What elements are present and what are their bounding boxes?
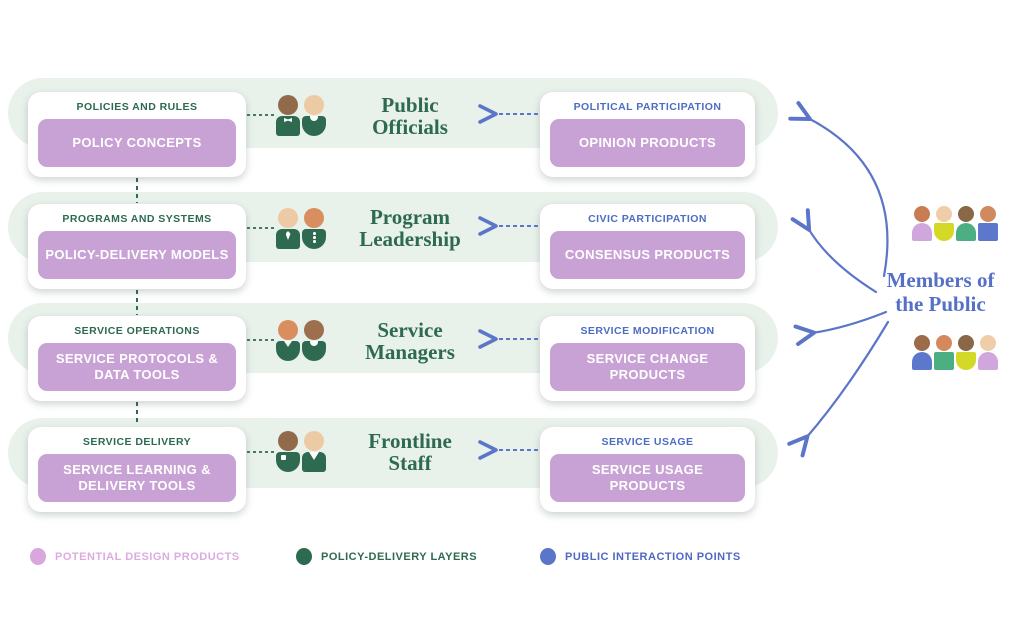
worker-collar-icon <box>302 320 326 362</box>
actor-label-public-officials: Public Officials <box>372 93 448 140</box>
design-product-box: POLICY-DELIVERY MODELS <box>38 231 236 279</box>
design-product-box: SERVICE LEARNING & DELIVERY TOOLS <box>38 454 236 502</box>
public-officials-icon <box>276 95 326 137</box>
interaction-header: SERVICE USAGE <box>601 436 694 448</box>
legend-item-design-products: POTENTIAL DESIGN PRODUCTS <box>30 548 240 565</box>
legend-item-delivery-layers: POLICY-DELIVERY LAYERS <box>296 548 477 565</box>
service-managers-icon <box>276 320 326 362</box>
card-programs-and-systems: PROGRAMS AND SYSTEMS POLICY-DELIVERY MOD… <box>28 204 246 289</box>
interaction-header: POLITICAL PARTICIPATION <box>573 101 722 113</box>
frontline-staff-icon <box>276 431 326 473</box>
interaction-header: SERVICE MODIFICATION <box>580 325 715 337</box>
card-service-modification: SERVICE MODIFICATION SERVICE CHANGE PROD… <box>540 316 755 401</box>
layer-header: SERVICE DELIVERY <box>82 436 192 448</box>
card-to-staff-lines <box>247 114 274 453</box>
actor-label-program-leadership: Program Leadership <box>359 205 461 252</box>
card-political-participation: POLITICAL PARTICIPATION OPINION PRODUCTS <box>540 92 755 177</box>
card-civic-participation: CIVIC PARTICIPATION CONSENSUS PRODUCTS <box>540 204 755 289</box>
worker-collar-icon <box>302 95 326 137</box>
worker-notch-icon <box>276 320 300 362</box>
interaction-product-box: OPINION PRODUCTS <box>550 119 745 167</box>
members-of-public-label: Members of the Public <box>886 268 995 317</box>
card-service-delivery: SERVICE DELIVERY SERVICE LEARNING & DELI… <box>28 427 246 512</box>
card-service-operations: SERVICE OPERATIONS SERVICE PROTOCOLS & D… <box>28 316 246 401</box>
actor-label-service-managers: Service Managers <box>365 318 455 365</box>
actor-label-frontline-staff: Frontline Staff <box>368 429 452 476</box>
worker-pocket-icon <box>276 431 300 473</box>
worker-vneck-icon <box>302 431 326 473</box>
layer-header: PROGRAMS AND SYSTEMS <box>62 213 212 225</box>
design-product-box: SERVICE PROTOCOLS & DATA TOOLS <box>38 343 236 391</box>
card-service-usage: SERVICE USAGE SERVICE USAGE PRODUCTS <box>540 427 755 512</box>
legend-dot-purple-icon <box>30 548 46 565</box>
interaction-header: CIVIC PARTICIPATION <box>588 213 707 225</box>
card-policies-and-rules: POLICIES AND RULES POLICY CONCEPTS <box>28 92 246 177</box>
layer-header: SERVICE OPERATIONS <box>74 325 200 337</box>
layer-header: POLICIES AND RULES <box>76 101 198 113</box>
legend-dot-blue-icon <box>540 548 556 565</box>
public-group-icon-top <box>912 206 998 242</box>
legend-label: POLICY-DELIVERY LAYERS <box>321 550 478 563</box>
interaction-product-box: CONSENSUS PRODUCTS <box>550 231 745 279</box>
public-group-icon-bottom <box>912 335 998 371</box>
program-leadership-icon <box>276 208 326 250</box>
legend-label: PUBLIC INTERACTION POINTS <box>565 550 741 563</box>
interaction-arrows <box>478 104 538 460</box>
worker-bowtie-icon <box>276 95 300 137</box>
legend-dot-green-icon <box>296 548 312 565</box>
interaction-product-box: SERVICE USAGE PRODUCTS <box>550 454 745 502</box>
design-product-box: POLICY CONCEPTS <box>38 119 236 167</box>
worker-buttons-icon <box>302 208 326 250</box>
interaction-product-box: SERVICE CHANGE PRODUCTS <box>550 343 745 391</box>
legend-item-interaction-points: PUBLIC INTERACTION POINTS <box>540 548 741 565</box>
legend-label: POTENTIAL DESIGN PRODUCTS <box>55 550 240 563</box>
worker-tie-icon <box>276 208 300 250</box>
